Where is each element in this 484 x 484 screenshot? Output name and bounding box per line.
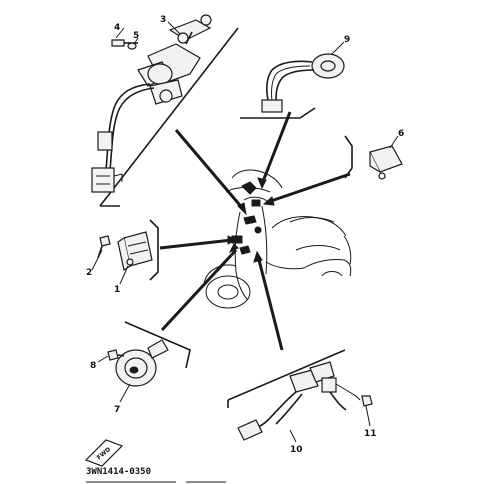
callout-labels: 4 5 3 9 6 2 1 8 7 10 11 — [86, 15, 404, 455]
drawing-code: 3WN1414-0350 — [86, 467, 151, 477]
callout-9: 9 — [344, 35, 350, 45]
leader-arrowheads — [227, 177, 275, 263]
leader-lines — [159, 111, 351, 351]
callout-10: 10 — [290, 445, 303, 455]
part-screw-and-washer — [111, 39, 138, 50]
scooter-outline — [203, 169, 352, 309]
callout-6: 6 — [398, 129, 404, 139]
part-relay-unit — [369, 145, 403, 180]
callout-11: 11 — [364, 429, 377, 439]
callout-3: 3 — [160, 15, 166, 25]
part-main-switch — [91, 14, 212, 193]
part-horn — [107, 339, 169, 387]
callout-5: 5 — [133, 31, 139, 41]
part-wire-harness — [237, 361, 373, 441]
callout-pointers — [91, 21, 399, 443]
callout-8: 8 — [90, 361, 96, 371]
center-hub-components — [231, 181, 262, 255]
part-cdi-unit — [97, 231, 153, 271]
part-lead-wire — [261, 53, 345, 113]
callout-4: 4 — [114, 23, 120, 33]
section-bracket-lines — [99, 27, 353, 408]
callout-2: 2 — [86, 268, 92, 278]
callout-7: 7 — [114, 405, 120, 415]
fwd-arrow-icon: FWD — [84, 439, 124, 467]
callout-1: 1 — [114, 285, 120, 295]
